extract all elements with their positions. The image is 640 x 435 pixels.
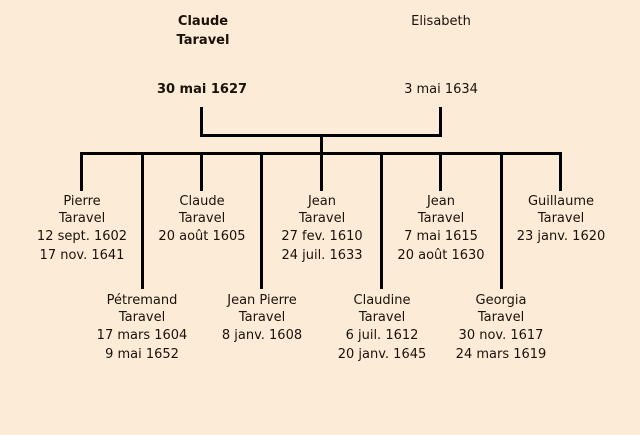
child-pierre-surname: Taravel (58, 211, 106, 226)
child-petremand-dates: 17 mars 1604 9 mai 1652 (82, 326, 202, 364)
child-pierre-date-birth: 12 sept. 1602 (36, 229, 128, 244)
child-jean-pierre-dates: 8 janv. 1608 (202, 326, 322, 345)
child-jean-2-given: Jean (426, 194, 456, 209)
child-jean-2-date-death: 20 août 1630 (397, 248, 485, 263)
child-claudine-given: Claudine (353, 293, 411, 308)
child-claude-dates: 20 août 1605 (142, 227, 262, 246)
child-claude-surname: Taravel (178, 211, 226, 226)
child-petremand-given: Pétremand (106, 293, 178, 308)
child-claude-date-birth: 20 août 1605 (158, 229, 246, 244)
child-claudine: Claudine Taravel 6 juil. 1612 20 janv. 1… (322, 292, 442, 364)
child-georgia-date-birth: 30 nov. 1617 (458, 328, 544, 343)
child-pierre-given: Pierre (63, 194, 101, 209)
child-jean-1-date-death: 24 juil. 1633 (281, 248, 363, 263)
child-jean-2-dates: 7 mai 1615 20 août 1630 (381, 227, 501, 265)
child-petremand: Pétremand Taravel 17 mars 1604 9 mai 165… (82, 292, 202, 364)
spouse-2-name: Elisabeth (381, 12, 501, 31)
child-jean-2: Jean Taravel 7 mai 1615 20 août 1630 (381, 193, 501, 265)
child-guillaume-given: Guillaume (527, 194, 594, 209)
child-georgia-dates: 30 nov. 1617 24 mars 1619 (441, 326, 561, 364)
child-jean-1-date-birth: 27 fev. 1610 (281, 229, 363, 244)
child-jean-2-surname: Taravel (417, 211, 465, 226)
child-petremand-date-death: 9 mai 1652 (105, 347, 179, 362)
child-claudine-date-birth: 6 juil. 1612 (345, 328, 419, 343)
child-georgia: Georgia Taravel 30 nov. 1617 24 mars 161… (441, 292, 561, 364)
child-jean-1-given: Jean (307, 194, 337, 209)
child-guillaume: Guillaume Taravel 23 janv. 1620 (501, 193, 621, 246)
child-jean-1-surname: Taravel (298, 211, 346, 226)
spouse-2-given: Elisabeth (411, 14, 471, 29)
child-petremand-date-birth: 17 mars 1604 (96, 328, 188, 343)
child-claudine-surname: Taravel (358, 310, 406, 325)
child-claudine-dates: 6 juil. 1612 20 janv. 1645 (322, 326, 442, 364)
spouse-1-name: Claude Taravel (143, 12, 263, 50)
child-pierre-dates: 12 sept. 1602 17 nov. 1641 (22, 227, 142, 265)
child-jean-2-date-birth: 7 mai 1615 (404, 229, 478, 244)
child-jean-pierre-date-birth: 8 janv. 1608 (221, 328, 303, 343)
child-guillaume-surname: Taravel (537, 211, 585, 226)
child-claudine-date-death: 20 janv. 1645 (337, 347, 427, 362)
child-pierre: Pierre Taravel 12 sept. 1602 17 nov. 164… (22, 193, 142, 265)
child-jean-1-dates: 27 fev. 1610 24 juil. 1633 (262, 227, 382, 265)
child-petremand-surname: Taravel (118, 310, 166, 325)
marriage-bracket (200, 107, 442, 137)
child-guillaume-date-birth: 23 janv. 1620 (516, 229, 606, 244)
spouse-2-date: 3 mai 1634 (404, 82, 478, 97)
child-georgia-surname: Taravel (477, 310, 525, 325)
child-jean-1: Jean Taravel 27 fev. 1610 24 juil. 1633 (262, 193, 382, 265)
child-jean-pierre-given: Jean Pierre (227, 293, 297, 308)
child-georgia-given: Georgia (475, 293, 527, 308)
child-claude-given: Claude (179, 194, 225, 209)
child-georgia-date-death: 24 mars 1619 (455, 347, 547, 362)
spouse-1-date: 30 mai 1627 (156, 82, 248, 97)
spouse-1-given: Claude (177, 14, 229, 29)
child-guillaume-dates: 23 janv. 1620 (501, 227, 621, 246)
child-claude: Claude Taravel 20 août 1605 (142, 193, 262, 246)
child-pierre-date-death: 17 nov. 1641 (39, 248, 125, 263)
child-jean-pierre: Jean Pierre Taravel 8 janv. 1608 (202, 292, 322, 345)
spouse-1-surname: Taravel (176, 33, 230, 48)
child-jean-pierre-surname: Taravel (238, 310, 286, 325)
